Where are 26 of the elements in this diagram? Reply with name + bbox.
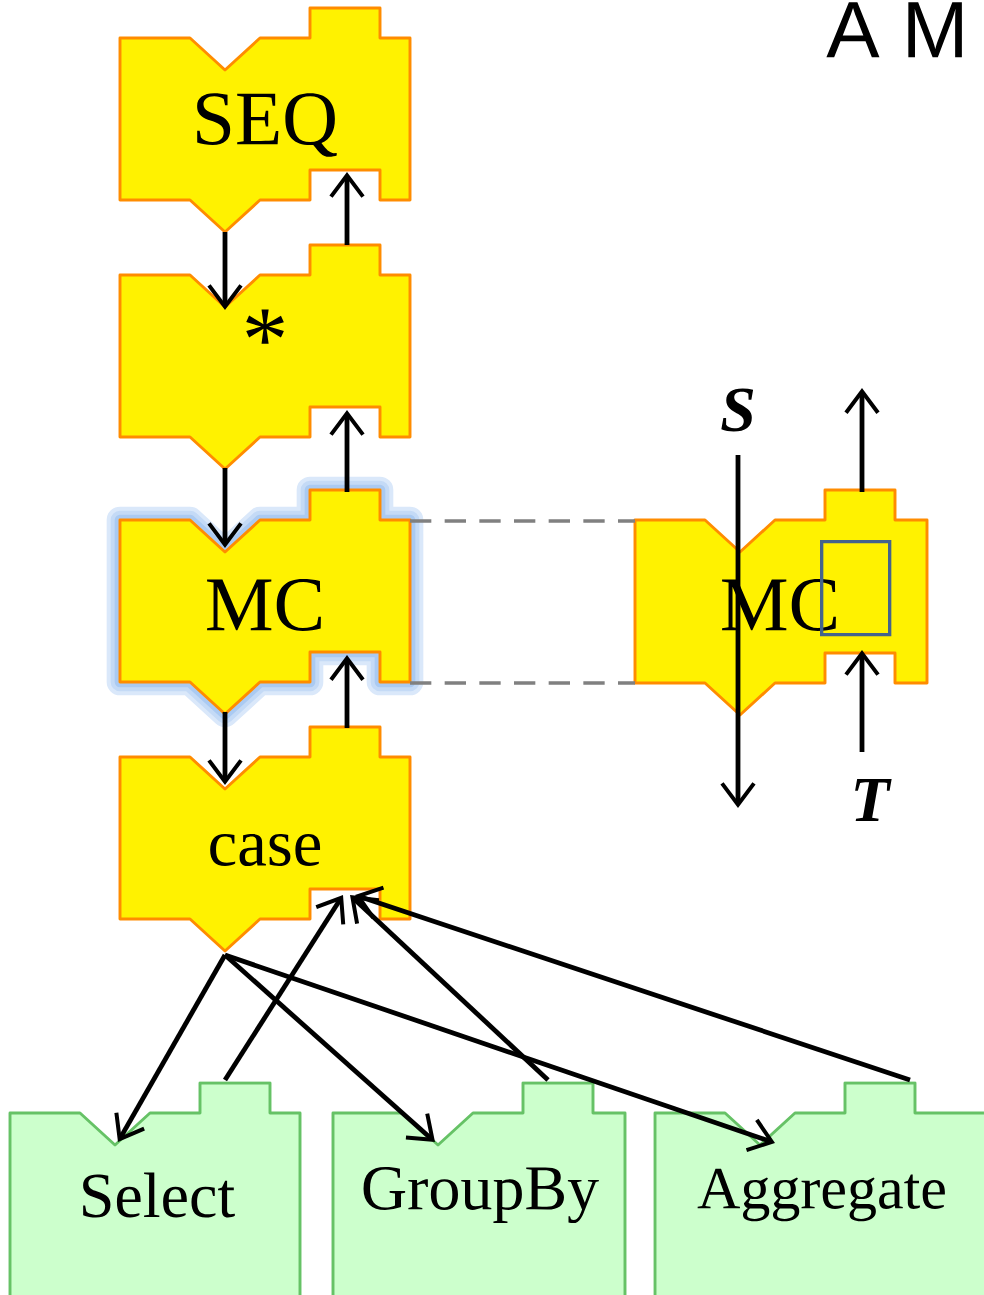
arrow	[329, 410, 365, 492]
variable-label: S	[721, 388, 754, 432]
variable-label: T	[855, 779, 892, 821]
arrow	[350, 895, 550, 1082]
arrow	[355, 885, 911, 1083]
arrow	[844, 388, 880, 492]
arrow	[720, 455, 756, 808]
dashed-line	[410, 519, 635, 523]
arrow	[224, 952, 775, 1153]
title: A M	[826, 2, 962, 58]
puzzle-block: Select	[8, 1081, 302, 1295]
dashed-line	[410, 681, 635, 685]
arrow	[207, 712, 243, 785]
puzzle-block: case	[118, 725, 412, 953]
arrow	[207, 468, 243, 548]
arrow	[222, 895, 346, 1082]
arrow	[844, 650, 880, 752]
arrow	[329, 172, 365, 245]
arrow	[329, 655, 365, 728]
puzzle-block: GroupBy	[331, 1081, 627, 1295]
arrow	[207, 232, 243, 310]
puzzle-block: MC	[106, 476, 424, 728]
puzzle-block: *	[118, 243, 412, 471]
arrow	[114, 953, 228, 1142]
puzzle-block: SEQ	[118, 6, 412, 234]
puzzle-block: Aggregate	[653, 1081, 984, 1295]
